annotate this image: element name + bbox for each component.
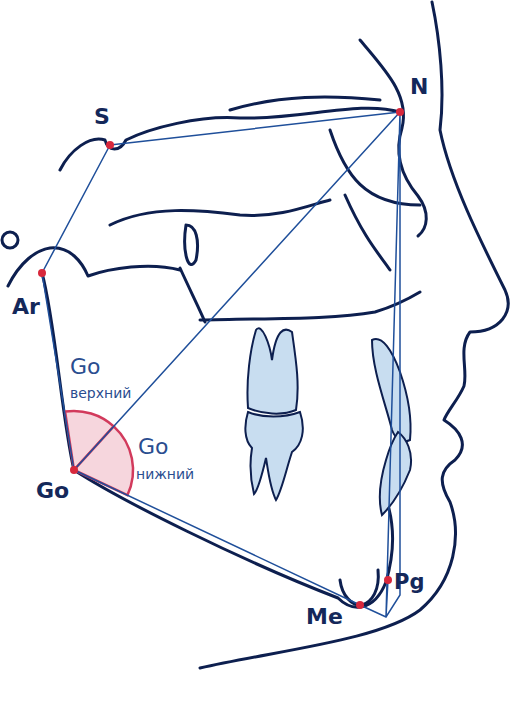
- nasal-floor: [345, 195, 390, 270]
- point-me: [356, 601, 364, 609]
- upper-molar: [247, 328, 297, 413]
- point-label: S: [94, 106, 110, 128]
- point-ar: [38, 269, 46, 277]
- symphysis-inner: [340, 570, 378, 605]
- orbit: [330, 130, 420, 205]
- soft-tissue-profile: [200, 2, 508, 668]
- point-go: [70, 466, 78, 474]
- angle-sublabel: нижний: [136, 467, 194, 481]
- point-label: Me: [306, 606, 343, 628]
- point-s: [106, 141, 114, 149]
- point-pg: [384, 576, 392, 584]
- point-label: Pg: [394, 572, 424, 593]
- lower-incisor: [380, 432, 411, 515]
- point-label: Ar: [12, 296, 40, 318]
- point-label: Go: [36, 480, 69, 502]
- maxilla: [180, 268, 205, 322]
- cranium-top: [230, 97, 380, 110]
- pterygoid-plate: [185, 225, 198, 265]
- frontal-bone: [360, 40, 426, 236]
- angle-label: Go: [138, 436, 169, 458]
- reference-lines: [42, 112, 400, 617]
- lower-molar: [245, 412, 302, 500]
- condyle-region: [8, 248, 180, 286]
- angle-label: Go: [70, 356, 101, 378]
- angle-sublabel: верхний: [70, 386, 131, 400]
- ear-rod: [2, 232, 18, 248]
- point-label: N: [410, 76, 428, 98]
- zygomatic-arch: [110, 200, 330, 225]
- point-n: [396, 108, 404, 116]
- mandible: [42, 273, 400, 607]
